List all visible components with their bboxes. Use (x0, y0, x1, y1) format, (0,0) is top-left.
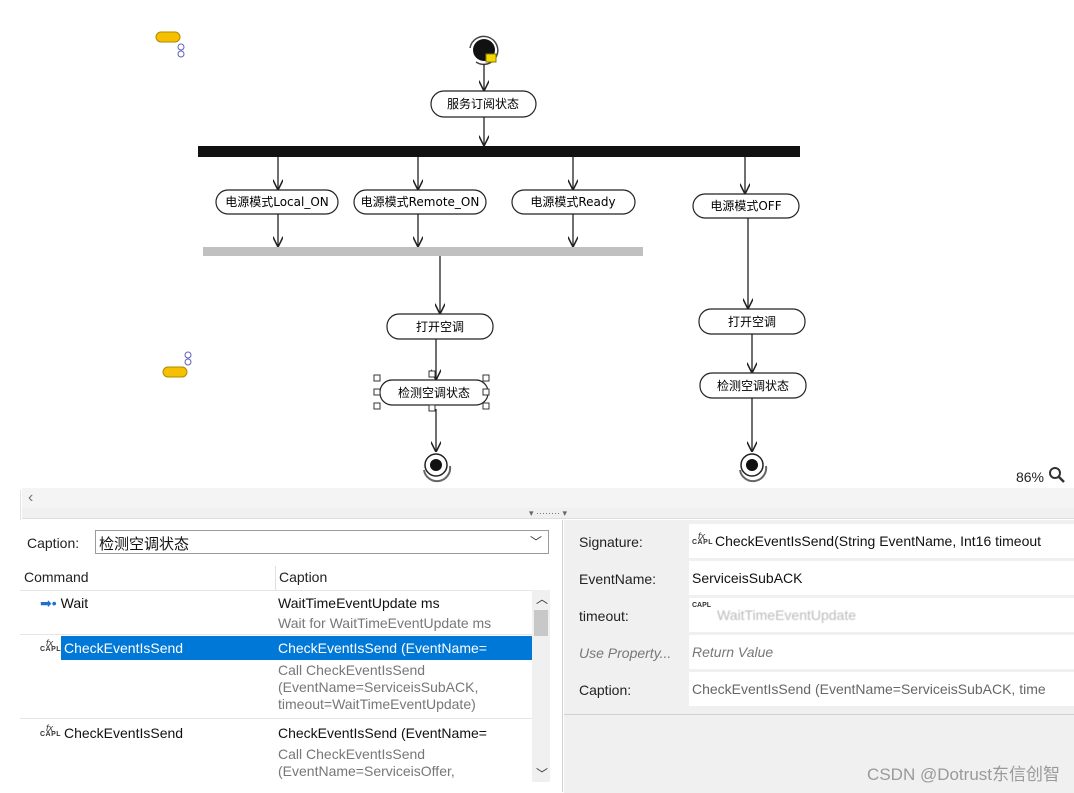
command-caption: CheckEventIsSend (EventName= (278, 640, 487, 656)
zoom-control[interactable]: 86% (1016, 466, 1066, 487)
node-label: 电源模式OFF (710, 199, 781, 213)
horizontal-scrollbar[interactable]: ‹ (22, 488, 1074, 508)
magnifier-icon[interactable] (1048, 466, 1066, 487)
toolbox-state-icon-2[interactable] (162, 351, 192, 378)
command-panel: Caption: 检测空调状态 ﹀ Command Caption ➡• Wai… (20, 520, 563, 792)
row-divider (20, 718, 532, 719)
watermark: CSDN @Dotrust东信创智 (867, 765, 1060, 784)
scroll-left-icon[interactable]: ‹ (28, 489, 34, 506)
toolbox-state-icon[interactable] (155, 31, 185, 58)
property-value: WaitTimeEventUpdate (717, 607, 857, 623)
property-eventname[interactable]: EventName: ServiceisSubACK (564, 561, 1074, 598)
command-name: CheckEventIsSend (64, 725, 184, 741)
property-key: Caption: (579, 682, 632, 698)
node-service-subscription[interactable]: 服务订阅状态 (430, 90, 537, 118)
property-value-field[interactable]: CheckEventIsSend (EventName=ServiceisSub… (689, 672, 1074, 706)
node-label: 电源模式Ready (530, 195, 615, 209)
scroll-thumb[interactable] (534, 610, 548, 636)
property-value-field[interactable]: CAPL WaitTimeEventUpdate (689, 598, 1074, 632)
command-name: CheckEventIsSend (64, 640, 184, 656)
fork-bar[interactable] (198, 146, 800, 157)
panel-splitter[interactable]: ▾ ········ ▾ (22, 508, 1074, 519)
property-key: timeout: (579, 608, 629, 624)
row-divider (20, 634, 532, 635)
node-power-ready[interactable]: 电源模式Ready (511, 189, 636, 215)
property-key: Use Property... (579, 645, 672, 661)
property-value: ServiceisSubACK (692, 570, 803, 586)
node-label: 打开空调 (416, 320, 464, 334)
command-caption: CheckEventIsSend (EventName= (278, 725, 487, 741)
property-value-field[interactable]: Return Value (689, 635, 1074, 669)
scroll-up-icon[interactable]: ︿ (536, 592, 549, 606)
node-label: 打开空调 (728, 315, 776, 329)
command-detail-line-1: Call CheckEventIsSend (278, 662, 426, 678)
node-power-local-on[interactable]: 电源模式Local_ON (215, 189, 339, 215)
vertical-scrollbar[interactable]: ︿ ﹀ (532, 590, 550, 782)
table-row[interactable]: ➡• Wait WaitTimeEventUpdate ms Wait for … (20, 592, 532, 636)
node-label: 检测空调状态 (717, 378, 789, 393)
properties-empty-area: CSDN @Dotrust东信创智 (564, 714, 1074, 793)
activity-diagram-canvas[interactable]: 服务订阅状态 电源模式Local_ON 电源模式Remote_ON 电源模式Re… (0, 0, 1074, 490)
property-timeout[interactable]: timeout: CAPL WaitTimeEventUpdate (564, 598, 1074, 635)
node-check-ac-right[interactable]: 检测空调状态 (699, 372, 807, 399)
node-open-ac-left[interactable]: 打开空调 (386, 313, 494, 340)
property-value: Return Value (692, 644, 774, 660)
property-key: EventName: (579, 571, 657, 587)
column-header-command[interactable]: Command (24, 569, 89, 585)
property-key: Signature: (579, 534, 643, 550)
wait-arrow-icon: ➡• (40, 594, 57, 611)
command-detail-line-2: (EventName=ServiceisOffer, (278, 763, 455, 779)
command-detail-line-1: Call CheckEventIsSend (278, 746, 426, 762)
selection-highlight (61, 636, 532, 660)
join-bar[interactable] (203, 247, 643, 256)
node-label: 检测空调状态 (398, 385, 470, 400)
column-header-caption[interactable]: Caption (279, 569, 328, 585)
caption-label: Caption: (27, 535, 80, 551)
caption-row: Caption: 检测空调状态 ﹀ (20, 528, 560, 554)
initial-node-icon[interactable] (469, 35, 499, 66)
node-power-off[interactable]: 电源模式OFF (692, 193, 800, 219)
property-caption[interactable]: Caption: CheckEventIsSend (EventName=Ser… (564, 672, 1074, 709)
node-power-remote-on[interactable]: 电源模式Remote_ON (353, 189, 487, 215)
zoom-level: 86% (1015, 468, 1044, 485)
property-value-field[interactable]: ServiceisSubACK (689, 561, 1074, 595)
command-detail-line-3: timeout=WaitTimeEventUpdate) (278, 696, 476, 712)
node-label: 服务订阅状态 (447, 96, 519, 111)
final-node-icon-2[interactable] (739, 453, 768, 483)
node-label: 电源模式Remote_ON (361, 195, 480, 209)
scroll-down-icon[interactable]: ﹀ (536, 767, 549, 781)
command-detail-line-2: (EventName=ServiceisSubACK, (278, 679, 479, 695)
property-use-property[interactable]: Use Property... Return Value (564, 635, 1074, 672)
chevron-down-icon[interactable]: ﹀ (529, 535, 542, 549)
property-value: CheckEventIsSend (EventName=ServiceisSub… (692, 681, 1046, 697)
command-detail: Wait for WaitTimeEventUpdate ms (278, 615, 492, 631)
caption-value: 检测空调状态 (99, 536, 190, 553)
column-divider[interactable] (275, 566, 276, 590)
node-check-ac-left-selected[interactable]: 检测空调状态 (373, 370, 490, 412)
command-name: Wait (60, 595, 89, 611)
capl-badge-icon: CAPL (692, 602, 712, 609)
property-value: CheckEventIsSend(String EventName, Int16… (715, 533, 1042, 549)
command-caption: WaitTimeEventUpdate ms (278, 595, 440, 611)
activity-diagram: 服务订阅状态 电源模式Local_ON 电源模式Remote_ON 电源模式Re… (155, 31, 807, 483)
final-node-icon[interactable] (423, 453, 452, 483)
caption-dropdown[interactable]: 检测空调状态 ﹀ (95, 530, 549, 554)
node-open-ac-right[interactable]: 打开空调 (698, 308, 806, 335)
node-label: 电源模式Local_ON (225, 195, 329, 209)
grid-header: Command Caption (20, 566, 532, 591)
